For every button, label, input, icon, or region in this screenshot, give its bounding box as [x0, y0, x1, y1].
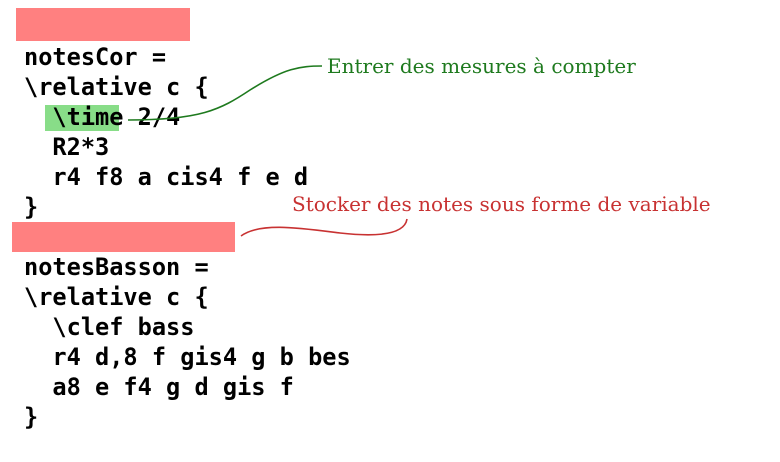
code-line: \relative c {	[24, 73, 209, 101]
code-line: \time 2/4	[24, 103, 181, 131]
code-line: notesBasson =	[24, 253, 209, 281]
variable-highlight-basson	[12, 222, 235, 252]
code-line: a8 e f4 g d gis f	[24, 373, 294, 401]
code-line: \relative c {	[24, 283, 209, 311]
rest-highlight	[45, 105, 119, 131]
rest-annotation: Entrer des mesures à compter	[327, 54, 636, 78]
connector-lines	[127, 65, 408, 237]
variable-connector	[240, 218, 408, 237]
variable-highlight-cor	[16, 8, 190, 41]
code-line: }	[24, 193, 39, 221]
code-block-cor: notesCor =\relative c { \time 2/4 R2*3 r…	[24, 12, 308, 252]
code-line: r4 f8 a cis4 f e d	[24, 163, 309, 191]
code-line: }	[24, 403, 39, 431]
rest-connector	[127, 65, 323, 121]
code-line: notesCor =	[24, 43, 167, 71]
code-line: R2*3	[24, 133, 110, 161]
variable-annotation: Stocker des notes sous forme de variable	[292, 192, 711, 216]
code-line: r4 d,8 f gis4 g b bes	[24, 343, 351, 371]
code-line: \clef bass	[24, 313, 195, 341]
code-block-basson: notesBasson =\relative c { \clef bass r4…	[24, 222, 351, 462]
